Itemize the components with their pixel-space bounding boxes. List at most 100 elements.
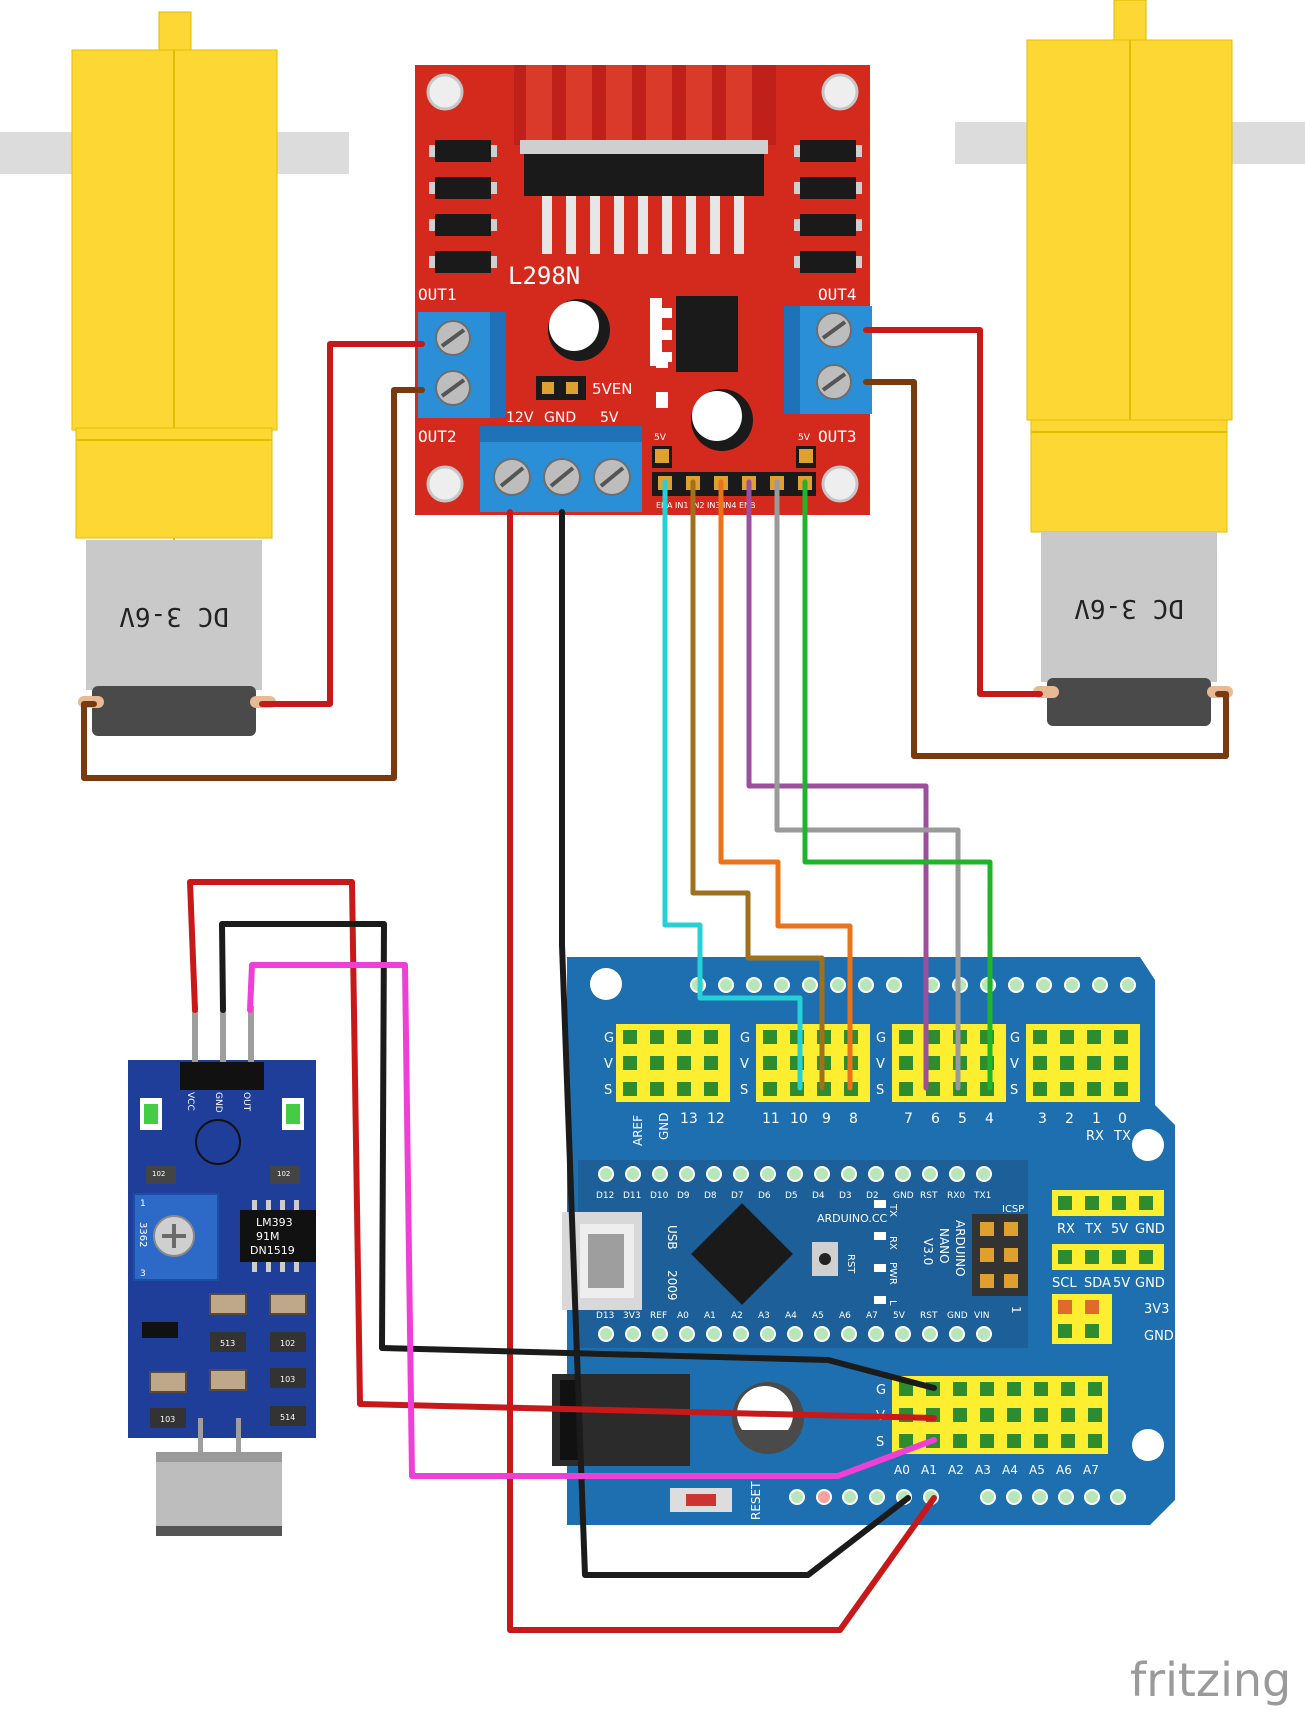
nano-top-pin[interactable] — [652, 1166, 668, 1182]
analog-pad[interactable] — [1088, 1382, 1102, 1396]
nano-top-pin[interactable] — [679, 1166, 695, 1182]
digital-pad[interactable] — [1060, 1056, 1074, 1070]
nano-bottom-pin[interactable] — [841, 1326, 857, 1342]
digital-pad[interactable] — [677, 1082, 691, 1096]
digital-pad[interactable] — [1114, 1030, 1128, 1044]
digital-pad[interactable] — [704, 1030, 718, 1044]
digital-pad[interactable] — [677, 1030, 691, 1044]
digital-pad[interactable] — [1060, 1030, 1074, 1044]
uart-pad[interactable] — [1085, 1196, 1099, 1210]
nano-bottom-pin[interactable] — [598, 1326, 614, 1342]
nano-bottom-pin[interactable] — [652, 1326, 668, 1342]
uart-pad[interactable] — [1112, 1196, 1126, 1210]
nano-top-pin[interactable] — [895, 1166, 911, 1182]
digital-pad[interactable] — [926, 1030, 940, 1044]
digital-pad[interactable] — [1033, 1056, 1047, 1070]
pwr-pad[interactable] — [1058, 1324, 1072, 1338]
nano-top-pin[interactable] — [598, 1166, 614, 1182]
nano-bottom-pin[interactable] — [868, 1326, 884, 1342]
digital-pad[interactable] — [926, 1082, 940, 1096]
analog-pad[interactable] — [1061, 1408, 1075, 1422]
digital-pad[interactable] — [650, 1030, 664, 1044]
i2c-pad[interactable] — [1139, 1250, 1153, 1264]
analog-pad[interactable] — [1061, 1382, 1075, 1396]
nano-bottom-pin[interactable] — [895, 1326, 911, 1342]
pwr-pad[interactable] — [1058, 1300, 1072, 1314]
nano-bottom-pin[interactable] — [922, 1326, 938, 1342]
nano-top-pin[interactable] — [625, 1166, 641, 1182]
digital-pad[interactable] — [623, 1030, 637, 1044]
digital-pad[interactable] — [704, 1056, 718, 1070]
analog-pad[interactable] — [899, 1382, 913, 1396]
digital-pad[interactable] — [926, 1056, 940, 1070]
nano-top-pin[interactable] — [787, 1166, 803, 1182]
wire-out4-right-motor — [863, 327, 1043, 697]
nano-top-pin[interactable] — [841, 1166, 857, 1182]
digital-pad[interactable] — [1114, 1056, 1128, 1070]
digital-pad[interactable] — [623, 1056, 637, 1070]
uart-pad[interactable] — [1058, 1196, 1072, 1210]
uart-pad[interactable] — [1139, 1196, 1153, 1210]
analog-pad[interactable] — [1034, 1434, 1048, 1448]
control-header[interactable] — [652, 472, 816, 496]
digital-pad[interactable] — [899, 1082, 913, 1096]
digital-pad[interactable] — [1033, 1030, 1047, 1044]
nano-top-pin[interactable] — [868, 1166, 884, 1182]
i2c-pad[interactable] — [1112, 1250, 1126, 1264]
digital-pad[interactable] — [1114, 1082, 1128, 1096]
i2c-pad[interactable] — [1058, 1250, 1072, 1264]
digital-pad[interactable] — [763, 1056, 777, 1070]
out2-label: OUT2 — [418, 427, 457, 446]
resistor-514 — [270, 1406, 306, 1426]
digital-pad[interactable] — [899, 1056, 913, 1070]
analog-pad[interactable] — [980, 1408, 994, 1422]
nano-top-pin[interactable] — [949, 1166, 965, 1182]
nano-bottom-pin[interactable] — [814, 1326, 830, 1342]
digital-pad[interactable] — [899, 1030, 913, 1044]
digital-pad[interactable] — [1033, 1082, 1047, 1096]
digital-pad[interactable] — [763, 1030, 777, 1044]
analog-pad[interactable] — [1007, 1382, 1021, 1396]
analog-pad[interactable] — [1034, 1408, 1048, 1422]
row-g-4: G — [1010, 1031, 1020, 1046]
analog-pad[interactable] — [1007, 1408, 1021, 1422]
digital-pad[interactable] — [704, 1082, 718, 1096]
nano-bottom-pin[interactable] — [976, 1326, 992, 1342]
analog-pad[interactable] — [1034, 1382, 1048, 1396]
digital-pad[interactable] — [763, 1082, 777, 1096]
digital-pad[interactable] — [1087, 1056, 1101, 1070]
digital-pad[interactable] — [650, 1082, 664, 1096]
analog-pad[interactable] — [1061, 1434, 1075, 1448]
pwr-pad[interactable] — [1085, 1324, 1099, 1338]
digital-pad[interactable] — [650, 1056, 664, 1070]
nano-top-pin[interactable] — [814, 1166, 830, 1182]
analog-pad[interactable] — [953, 1408, 967, 1422]
analog-pad[interactable] — [953, 1382, 967, 1396]
analog-pad[interactable] — [1007, 1434, 1021, 1448]
nano-bottom-pin[interactable] — [949, 1326, 965, 1342]
analog-pad[interactable] — [953, 1434, 967, 1448]
digital-pad[interactable] — [623, 1082, 637, 1096]
nano-bottom-pin[interactable] — [787, 1326, 803, 1342]
nano-bottom-pin[interactable] — [760, 1326, 776, 1342]
nano-top-pin[interactable] — [733, 1166, 749, 1182]
pwr-pad[interactable] — [1085, 1300, 1099, 1314]
digital-pad[interactable] — [1060, 1082, 1074, 1096]
i2c-pad[interactable] — [1085, 1250, 1099, 1264]
digital-pad[interactable] — [677, 1056, 691, 1070]
nano-bottom-pin[interactable] — [706, 1326, 722, 1342]
digital-pad[interactable] — [1087, 1030, 1101, 1044]
analog-pad[interactable] — [980, 1382, 994, 1396]
nano-bottom-pin[interactable] — [625, 1326, 641, 1342]
analog-pad[interactable] — [980, 1434, 994, 1448]
nano-top-pin[interactable] — [760, 1166, 776, 1182]
nano-bottom-pin[interactable] — [733, 1326, 749, 1342]
nano-top-pin[interactable] — [976, 1166, 992, 1182]
nano-top-pin[interactable] — [706, 1166, 722, 1182]
analog-pad[interactable] — [1088, 1408, 1102, 1422]
digital-pad[interactable] — [1087, 1082, 1101, 1096]
analog-pad[interactable] — [1088, 1434, 1102, 1448]
analog-pad[interactable] — [899, 1434, 913, 1448]
nano-bottom-pin[interactable] — [679, 1326, 695, 1342]
nano-top-pin[interactable] — [922, 1166, 938, 1182]
